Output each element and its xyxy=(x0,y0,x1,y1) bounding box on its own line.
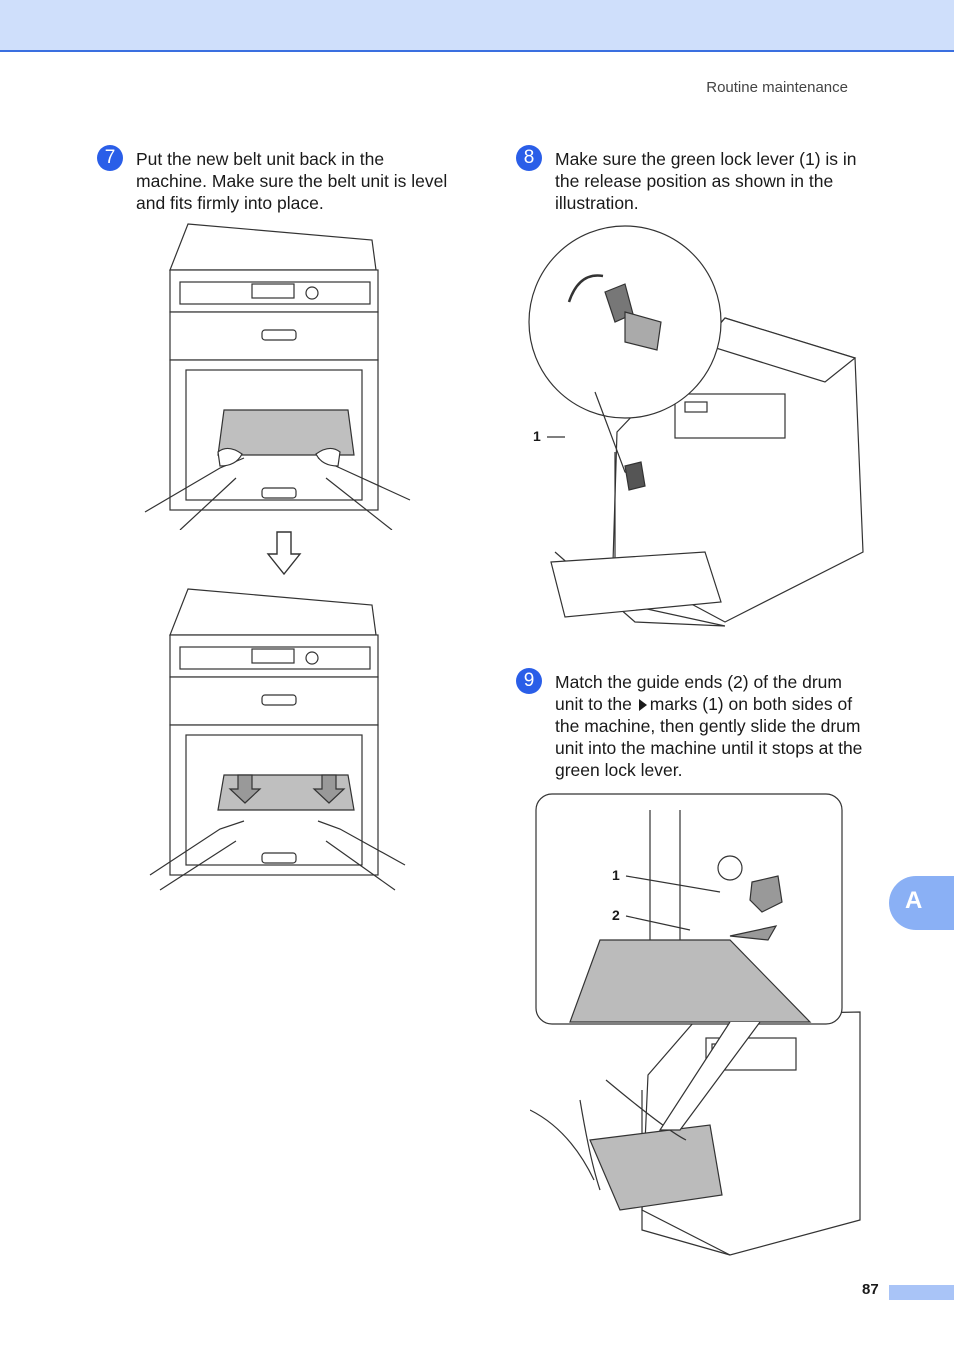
step-9-badge: 9 xyxy=(516,668,542,694)
step-8-badge: 8 xyxy=(516,145,542,171)
step-7-badge: 7 xyxy=(97,145,123,171)
step-9-callout-1: 1 xyxy=(612,867,620,883)
step-8-callout-1: 1 xyxy=(533,428,541,444)
belt-unit-seated-illustration xyxy=(140,585,420,895)
page-number-bar xyxy=(889,1285,954,1300)
step-9-rest: the machine, then gently slide the drum … xyxy=(555,716,863,780)
drum-unit-insert-illustration: 1 2 xyxy=(530,790,870,1260)
header-band xyxy=(0,0,954,52)
step-9-line2-after: marks (1) on both sides of xyxy=(649,694,853,714)
triangle-mark-icon xyxy=(638,699,647,711)
belt-unit-insert-illustration xyxy=(140,220,420,530)
step-9-text: Match the guide ends (2) of the drum uni… xyxy=(555,671,895,781)
side-tab-label: A xyxy=(905,887,923,914)
appendix-side-tab: A xyxy=(889,876,954,930)
step-9-line1: Match the guide ends (2) of the drum xyxy=(555,672,842,692)
page-number: 87 xyxy=(862,1281,879,1298)
lock-lever-illustration: 1 xyxy=(525,222,875,632)
step-8-text: Make sure the green lock lever (1) is in… xyxy=(555,149,857,213)
step-9-line2-before: unit to the xyxy=(555,694,632,714)
running-head: Routine maintenance xyxy=(706,79,848,96)
step-9-callout-2: 2 xyxy=(612,907,620,923)
step-7-text: Put the new belt unit back in the machin… xyxy=(136,149,448,213)
down-arrow-icon xyxy=(266,530,302,576)
